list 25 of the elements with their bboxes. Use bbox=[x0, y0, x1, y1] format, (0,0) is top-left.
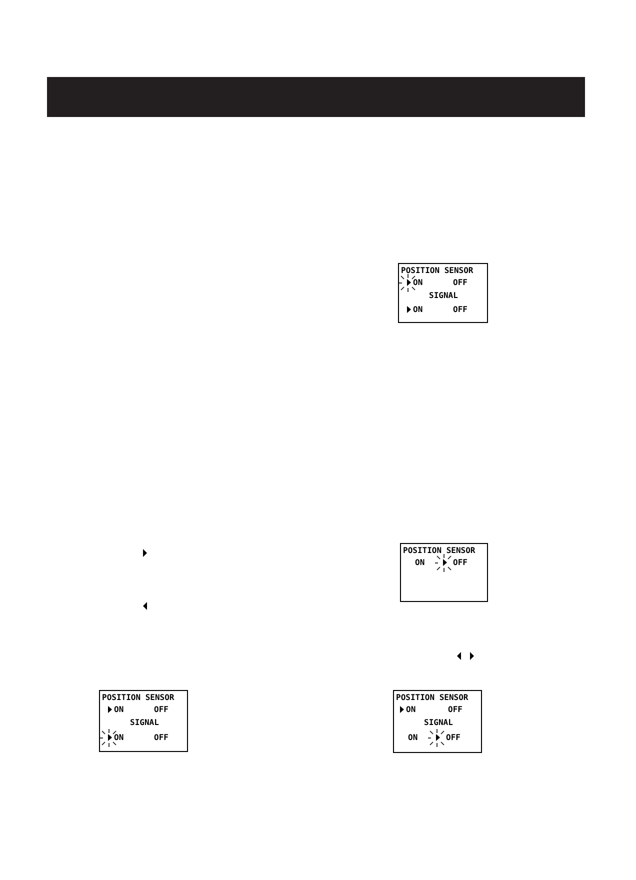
display-text: ON bbox=[415, 558, 425, 567]
display-text: OFF bbox=[446, 733, 460, 742]
display-text: OFF bbox=[453, 278, 468, 287]
display-text: OFF bbox=[453, 305, 468, 314]
display-text: SIGNAL bbox=[429, 291, 458, 300]
display-text: POSITION SENSOR bbox=[396, 693, 468, 702]
lcd-screen bbox=[99, 690, 188, 752]
display-text: ON bbox=[114, 733, 124, 742]
lcd-screen bbox=[393, 690, 482, 753]
display-text: POSITION SENSOR bbox=[102, 693, 174, 702]
display-text: OFF bbox=[154, 733, 168, 742]
display-text: SIGNAL bbox=[130, 718, 159, 727]
lcd-screen bbox=[398, 263, 488, 323]
display-text: OFF bbox=[453, 558, 468, 567]
display-text: ON bbox=[408, 733, 418, 742]
display-text: ON bbox=[413, 305, 423, 314]
lcd-screen bbox=[400, 543, 488, 602]
display-text: ON bbox=[114, 705, 124, 714]
display-text: POSITION SENSOR bbox=[401, 266, 474, 275]
display-text: ON bbox=[413, 278, 423, 287]
display-text: SIGNAL bbox=[424, 718, 453, 727]
display-text: OFF bbox=[448, 705, 462, 714]
display-text: POSITION SENSOR bbox=[403, 546, 476, 555]
display-text: OFF bbox=[154, 705, 168, 714]
display-text: ON bbox=[406, 705, 416, 714]
